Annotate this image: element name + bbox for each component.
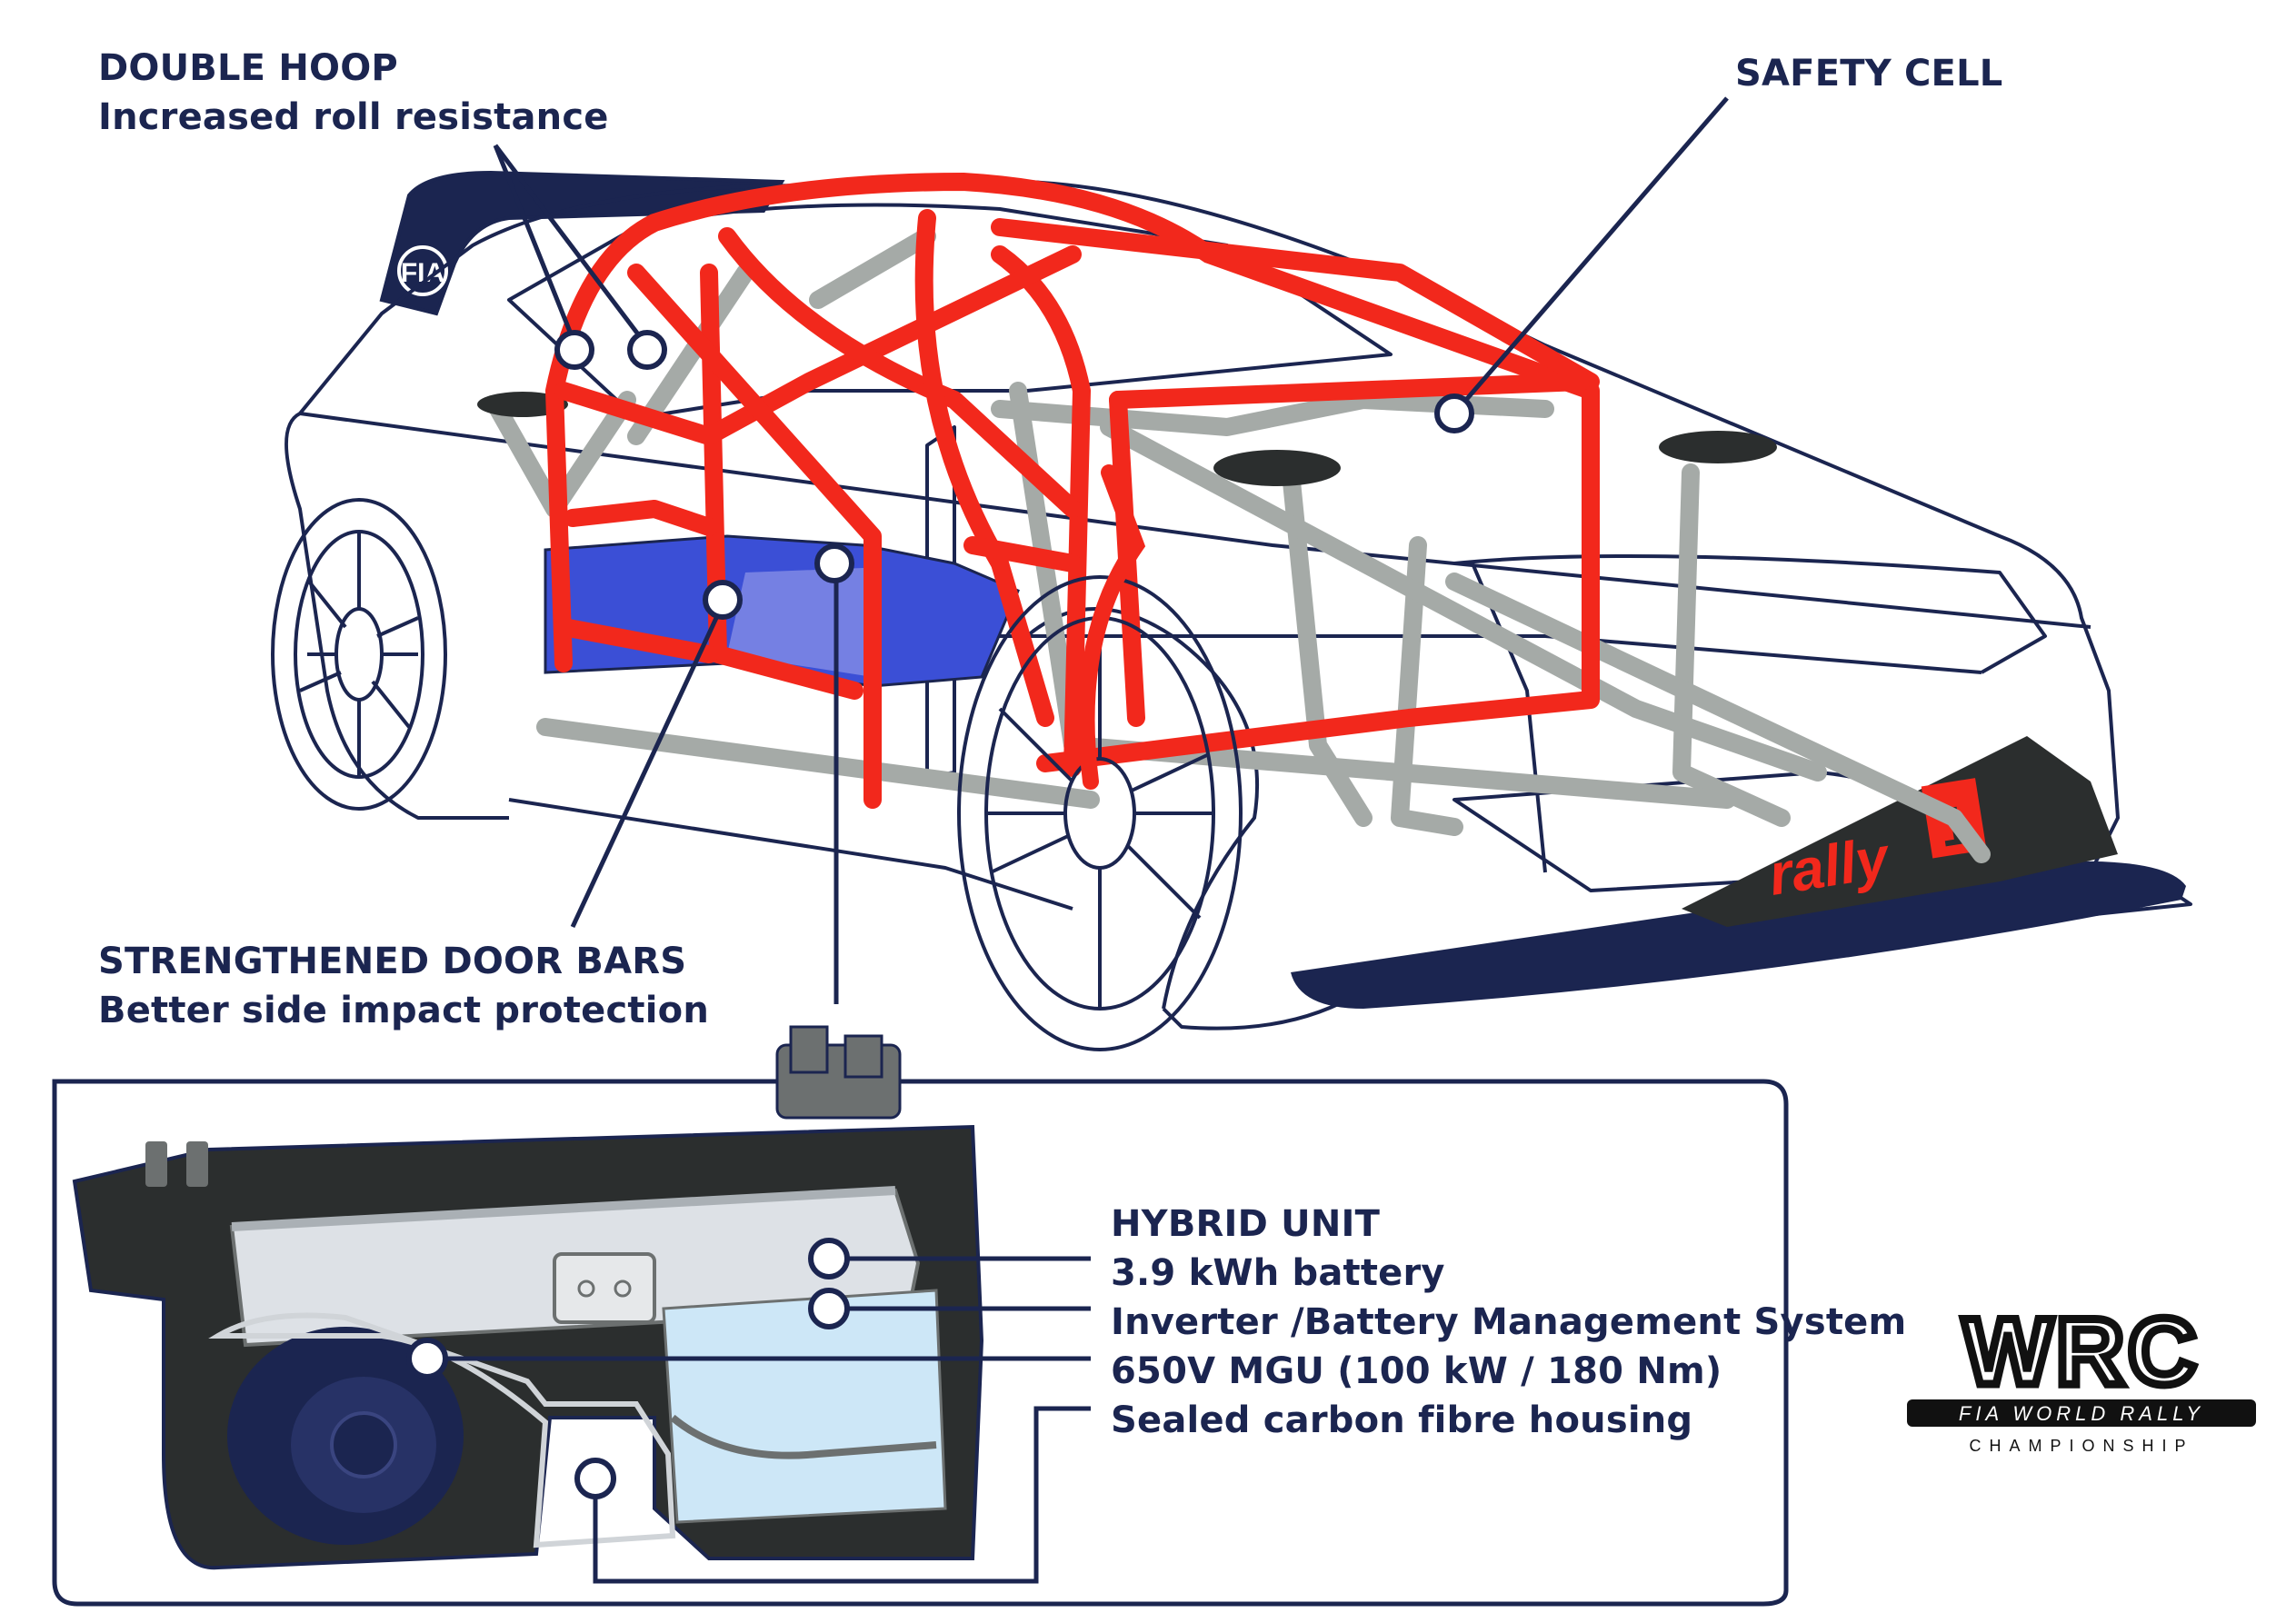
callout-leaders bbox=[493, 96, 1729, 1004]
label-hybrid-unit: HYBRID UNIT 3.9 kWh battery Inverter /Ba… bbox=[1111, 1200, 1906, 1445]
rally1-badge: rally 1 bbox=[1764, 778, 1987, 908]
double-hoop-subtitle: Increased roll resistance bbox=[98, 96, 609, 138]
door-bars-title: STRENGTHENED DOOR BARS bbox=[98, 941, 687, 982]
housing-cap-b bbox=[186, 1141, 208, 1187]
hybrid-item-battery: 3.9 kWh battery bbox=[1111, 1252, 1445, 1294]
hybrid-connector bbox=[775, 1025, 902, 1120]
rear-tower bbox=[477, 392, 568, 417]
callout-dots bbox=[554, 330, 1474, 620]
hybrid-unit-title: HYBRID UNIT bbox=[1111, 1203, 1381, 1245]
hybrid-item-mgu: 650V MGU (100 kW / 180 Nm) bbox=[1111, 1350, 1722, 1392]
inverter-tank bbox=[662, 1289, 947, 1524]
double-hoop-title: DOUBLE HOOP bbox=[98, 47, 398, 89]
wrc-logo: WRC FIA WORLD RALLY CHAMPIONSHIP bbox=[1907, 1304, 2256, 1455]
grille bbox=[1682, 736, 2118, 927]
hybrid-dots bbox=[406, 1238, 850, 1499]
safety-cell-title: SAFETY CELL bbox=[1735, 53, 2003, 95]
label-safety-cell: SAFETY CELL bbox=[1735, 49, 2002, 98]
hybrid-leaders bbox=[427, 1256, 1091, 1584]
bms-box bbox=[553, 1252, 656, 1324]
front-right-tower bbox=[1659, 431, 1777, 463]
label-door-bars: STRENGTHENED DOOR BARS Better side impac… bbox=[98, 937, 709, 1035]
hybrid-inset-frame bbox=[52, 1079, 1789, 1607]
housing-cap-a bbox=[145, 1141, 167, 1187]
mgu-motor bbox=[227, 1327, 464, 1545]
front-left-tower bbox=[1213, 450, 1341, 486]
svg-text:CHAMPIONSHIP: CHAMPIONSHIP bbox=[1969, 1437, 2193, 1455]
rear-wheel bbox=[271, 498, 447, 811]
hybrid-item-inverter: Inverter /Battery Management System bbox=[1111, 1301, 1907, 1343]
hybrid-item-housing: Sealed carbon fibre housing bbox=[1111, 1399, 1693, 1441]
front-splitter bbox=[1291, 861, 2186, 1009]
svg-text:WRC: WRC bbox=[1963, 1304, 2200, 1405]
label-double-hoop: DOUBLE HOOP Increased roll resistance bbox=[98, 44, 609, 142]
red-roll-cage bbox=[545, 173, 1600, 809]
door-bars-subtitle: Better side impact protection bbox=[98, 990, 710, 1031]
svg-text:FIA WORLD RALLY: FIA WORLD RALLY bbox=[1959, 1402, 2204, 1425]
